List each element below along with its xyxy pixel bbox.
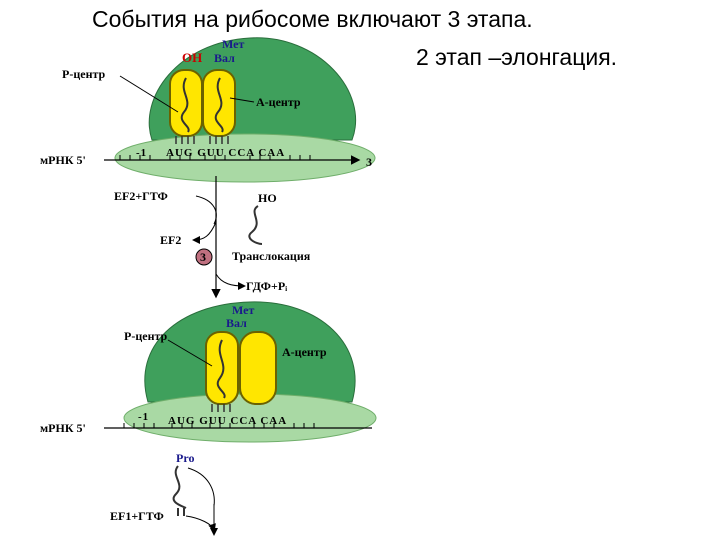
mrna-label-2: мРНК 5' <box>40 421 86 435</box>
val-label-2: Вал <box>226 316 247 330</box>
three-prime-label: 3 <box>366 155 372 169</box>
codons-2: AUG GUU CCA CAA <box>168 415 287 427</box>
title-line-2: 2 этап –элонгация. <box>416 44 618 70</box>
trna-a-site-1 <box>202 69 236 144</box>
ef1-gtp-label: EF1+ГТФ <box>110 509 164 523</box>
codons-1: AUG GUU CCA CAA <box>166 147 285 159</box>
trna-p-site-2 <box>205 331 239 412</box>
ef2-gtp-label: EF2+ГТФ <box>114 189 168 203</box>
title-line-1: События на рибосоме включают 3 этапа. <box>92 6 533 32</box>
oh-label: ОН <box>182 50 202 65</box>
p-center-label-2: Р-центр <box>124 329 168 343</box>
p-center-label-1: Р-центр <box>62 67 106 81</box>
met-label-1: Мет <box>222 37 244 51</box>
met-label-2: Мет <box>232 303 254 317</box>
trna-p-site-1 <box>169 69 203 144</box>
a-center-label-1: А-центр <box>256 95 301 109</box>
translocation-label: Транслокация <box>232 249 311 263</box>
pro-label: Pro <box>176 451 194 465</box>
gdp-pi-label: ГДФ+Рᵢ <box>246 279 287 293</box>
released-trna <box>248 205 263 245</box>
step-badge <box>195 248 213 266</box>
mrna-label-1: мРНК 5' <box>40 153 86 167</box>
minus1-label-2: -1 <box>138 411 149 423</box>
a-center-label-2: А-центр <box>282 345 327 359</box>
empty-a-site-2 <box>239 331 277 405</box>
small-subunit-1 <box>114 133 376 183</box>
mrna-strand-2 <box>104 423 372 429</box>
ribosome-stage-1 <box>114 37 376 183</box>
incoming-trna <box>172 465 187 516</box>
mrna-strand-1 <box>104 155 361 165</box>
step-number: 3 <box>200 250 206 264</box>
ef2-label: EF2 <box>160 233 181 247</box>
minus1-label-1: -1 <box>136 147 147 159</box>
val-label-1: Вал <box>214 51 235 65</box>
ho-label: НО <box>258 191 277 205</box>
